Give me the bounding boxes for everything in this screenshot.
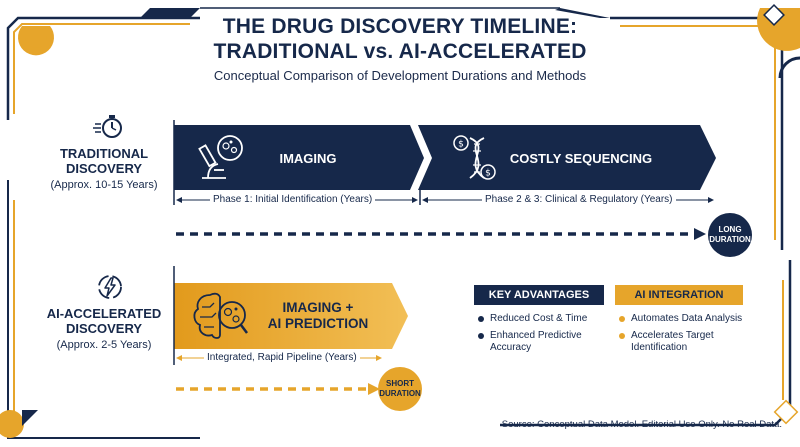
ai-name-line2: DISCOVERY: [65, 321, 143, 336]
phase2-label: Phase 2 & 3: Clinical & Regulatory (Year…: [482, 194, 676, 205]
brain-icon: [193, 292, 248, 339]
svg-text:$: $: [458, 140, 464, 150]
bullet-dot: [478, 316, 484, 322]
list-item: Accelerates Target Identification: [619, 330, 749, 354]
stage-imaging-ai-line2: AI PREDICTION: [267, 316, 369, 331]
short-duration-badge: SHORT DURATION: [378, 367, 422, 411]
page-title-line1: THE DRUG DISCOVERY TIMELINE:: [222, 15, 578, 38]
microscope-icon: [198, 135, 243, 179]
ai-name-line1: AI-ACCELERATED: [46, 306, 162, 321]
ai-years: (Approx. 2-5 Years): [56, 339, 152, 351]
traditional-name-line2: DISCOVERY: [65, 161, 143, 176]
long-duration-line2: DURATION: [709, 235, 751, 244]
key-advantages-list: Reduced Cost & Time Enhanced Predictive …: [478, 313, 608, 359]
bullet-dot: [478, 333, 484, 339]
list-item: Automates Data Analysis: [619, 313, 749, 325]
page-subtitle: Conceptual Comparison of Development Dur…: [213, 68, 587, 83]
pipeline-label: Integrated, Rapid Pipeline (Years): [204, 352, 360, 363]
ai-label: AI-ACCELERATED DISCOVERY (Approx. 2-5 Ye…: [34, 306, 174, 352]
bullet-dot: [619, 316, 625, 322]
stage-imaging-label: IMAGING: [279, 151, 337, 166]
short-duration-line2: DURATION: [379, 389, 421, 398]
svg-text:$: $: [485, 169, 491, 179]
ai-integration-list: Automates Data Analysis Accelerates Targ…: [619, 313, 749, 359]
traditional-name-line1: TRADITIONAL: [59, 146, 149, 161]
list-item: Enhanced Predictive Accuracy: [478, 330, 608, 354]
traditional-years: (Approx. 10-15 Years): [50, 179, 158, 191]
stage-costly-sequencing-label: COSTLY SEQUENCING: [509, 151, 653, 166]
key-advantages-heading: KEY ADVANTAGES: [474, 285, 604, 305]
dna-dollar-icon: $ $: [453, 135, 496, 180]
stage-imaging-ai-line1: IMAGING +: [282, 300, 354, 315]
stage-imaging-ai-label: IMAGING + AI PREDICTION: [258, 300, 378, 332]
page-title-line2: TRADITIONAL vs. AI-ACCELERATED: [213, 40, 587, 63]
phase1-label: Phase 1: Initial Identification (Years): [210, 194, 376, 205]
source-note: Source: Conceptual Data Model. Editorial…: [501, 419, 782, 430]
bullet-dot: [619, 333, 625, 339]
short-duration-line1: SHORT: [386, 379, 414, 388]
ai-integration-heading: AI INTEGRATION: [615, 285, 743, 305]
list-item: Reduced Cost & Time: [478, 313, 608, 325]
stopwatch-icon: [93, 115, 122, 138]
traditional-label: TRADITIONAL DISCOVERY (Approx. 10-15 Yea…: [40, 146, 168, 192]
lightning-icon: [98, 275, 122, 299]
long-duration-badge: LONG DURATION: [708, 213, 752, 257]
long-duration-line1: LONG: [718, 225, 742, 234]
